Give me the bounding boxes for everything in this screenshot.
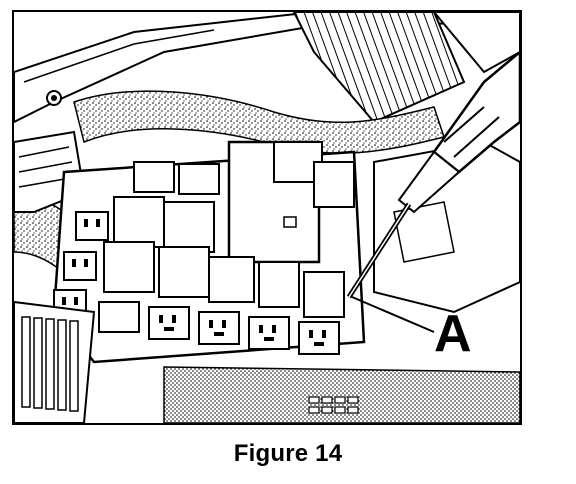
screwdriver-icon bbox=[346, 50, 520, 299]
figure-caption: Figure 14 bbox=[233, 440, 343, 467]
callout-label-a: A bbox=[434, 305, 472, 363]
figure-frame: A bbox=[12, 10, 522, 425]
fuse-relay-box-illustration bbox=[14, 12, 520, 423]
